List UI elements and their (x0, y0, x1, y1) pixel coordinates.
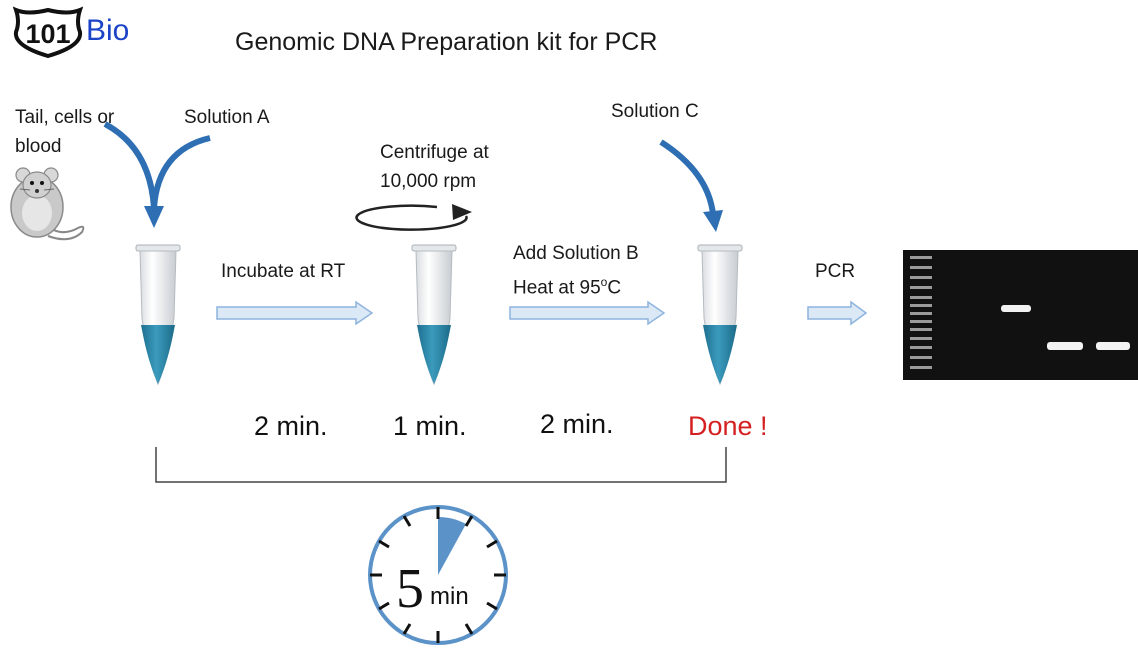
solution-c-label: Solution C (611, 101, 699, 122)
gel-electrophoresis-image (903, 250, 1138, 380)
process-arrow-2-icon (509, 300, 666, 326)
process-arrow-1-icon (216, 300, 374, 326)
centrifuge-label-line2: 10,000 rpm (380, 171, 477, 192)
time-step-1: 2 min. (254, 411, 328, 441)
centrifuge-label-line1: Centrifuge at (380, 142, 489, 163)
solution-c-arrow-icon (659, 139, 723, 232)
sample-label-line2: blood (15, 136, 62, 157)
tube-3-icon (697, 244, 743, 386)
mouse-icon (10, 167, 85, 241)
time-step-3: 2 min. (540, 409, 614, 439)
heat-degree-mark: o (600, 275, 608, 289)
timer-icon: 5 min (368, 505, 508, 645)
heat-label-text: Heat at 95 (513, 277, 601, 299)
timer-value: 5 (396, 558, 424, 620)
pcr-label: PCR (815, 261, 856, 282)
total-time-bracket (155, 447, 727, 483)
sample-label-line1: Tail, cells or (15, 107, 115, 128)
timer-unit: min (430, 583, 469, 610)
heat-label: Heat at 95oC (513, 268, 621, 302)
process-arrow-3-icon (807, 300, 868, 326)
heat-unit: C (607, 277, 622, 299)
add-solution-b-label: Add Solution B (513, 243, 639, 264)
rotation-arrow-icon (355, 204, 472, 231)
logo-number: 101 (25, 19, 70, 49)
tube-1-icon (135, 244, 181, 386)
page-title: Genomic DNA Preparation kit for PCR (235, 28, 658, 56)
done-label: Done ! (688, 411, 768, 441)
time-step-2: 1 min. (393, 411, 467, 441)
incubate-label: Incubate at RT (221, 261, 346, 282)
logo-name: Bio (86, 14, 130, 47)
sample-input-arrow-icon (103, 121, 211, 228)
route-shield-logo-icon: 101 (12, 6, 84, 59)
tube-2-icon (411, 244, 457, 386)
solution-a-label: Solution A (184, 107, 270, 128)
